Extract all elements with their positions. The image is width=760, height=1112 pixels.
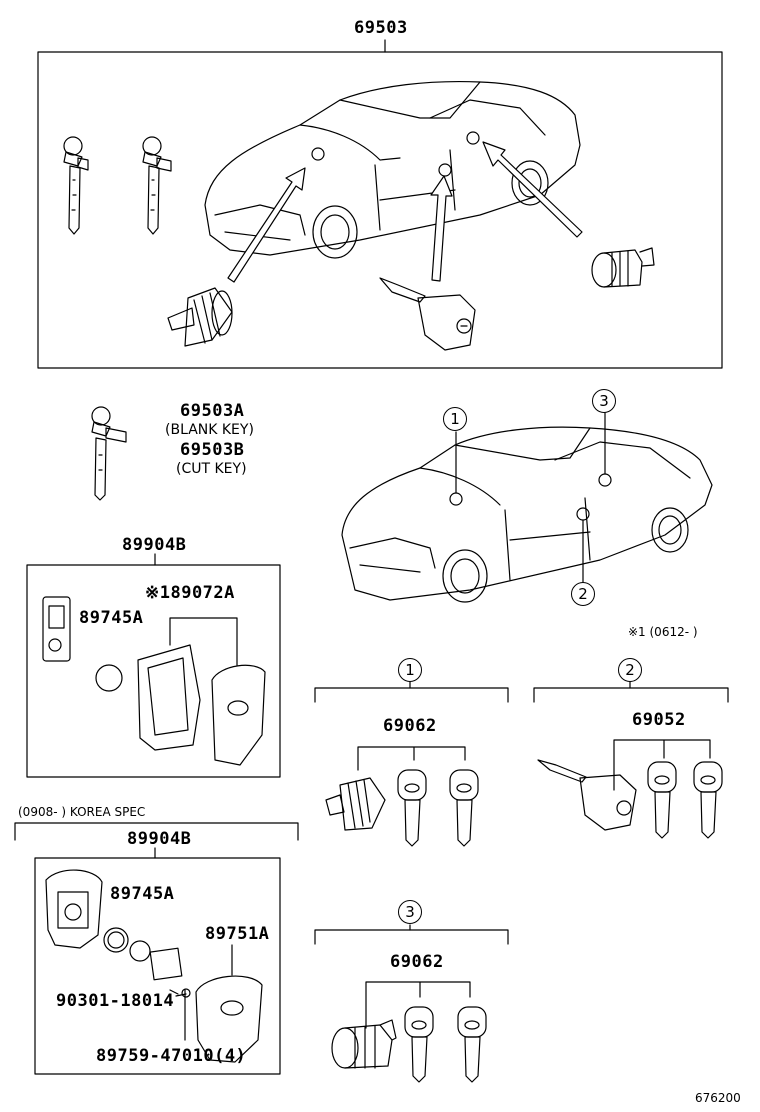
- car-icon: [341, 412, 713, 603]
- group3-part-number: 69062: [390, 952, 444, 972]
- korea-smart-key-part-number: 89904B: [127, 829, 192, 849]
- screw-icon: [149, 947, 191, 998]
- figure-id: 676200: [695, 1091, 741, 1105]
- group3-bracket: [314, 924, 509, 1029]
- korea-spec-frame: [14, 822, 299, 1075]
- korea-spec-header: (0908- ) KOREA SPEC: [18, 805, 146, 819]
- smart-key-case-icon: [137, 644, 266, 766]
- callout-1: 1: [443, 407, 467, 431]
- arrow-icon: [227, 141, 583, 283]
- lock-cylinder-icon: [537, 759, 637, 831]
- lock-cylinder-icon: [325, 777, 386, 831]
- smart-key-case-part-number: ※189072A: [145, 583, 235, 603]
- lock-cylinder-icon: [331, 1019, 397, 1069]
- smart-key-icon: [45, 869, 103, 949]
- top-assembly-frame: [37, 39, 723, 369]
- korea-screw-a-part-number: 90301-18014: [56, 991, 175, 1011]
- group2-marker: 2: [618, 658, 642, 682]
- key-icon: [647, 761, 677, 839]
- blank-key-note: (BLANK KEY): [165, 422, 254, 438]
- group1-bracket: [314, 681, 509, 771]
- cut-key-note: (CUT KEY): [176, 461, 247, 477]
- key-icon: [91, 406, 127, 501]
- korea-cover-part-number: 89751A: [205, 924, 270, 944]
- key-icon: [397, 769, 427, 847]
- callout-3: 3: [592, 389, 616, 413]
- group2-part-number: 69052: [632, 710, 686, 730]
- battery-icon: [95, 664, 123, 692]
- blank-key-part-number: 69503A: [180, 401, 245, 421]
- smart-key-part-number: 89904B: [122, 535, 187, 555]
- group1-marker: 1: [398, 658, 422, 682]
- lock-cylinder-icon: [167, 287, 233, 347]
- cut-key-part-number: 69503B: [180, 440, 245, 460]
- key-icon: [63, 136, 89, 235]
- smart-key-battery-part-number: 89745A: [79, 608, 144, 628]
- smart-key-frame: [26, 553, 281, 778]
- key-icon: [449, 769, 479, 847]
- key-icon: [404, 1006, 434, 1083]
- group1-part-number: 69062: [383, 716, 437, 736]
- callout-2: 2: [571, 582, 595, 606]
- date-note: ※1 (0612- ): [628, 625, 698, 639]
- top-assembly-part-number: 69503: [354, 18, 408, 38]
- key-icon: [457, 1006, 487, 1083]
- battery-icon: [103, 927, 129, 953]
- smart-key-cover-icon: [195, 975, 263, 1063]
- korea-screw-b-part-number: 89759-47010(4): [96, 1046, 247, 1066]
- group2-bracket: [533, 681, 729, 791]
- group3-marker: 3: [398, 900, 422, 924]
- battery-icon: [129, 940, 151, 962]
- key-icon: [142, 136, 172, 235]
- smart-key-icon: [42, 596, 71, 662]
- korea-battery-part-number: 89745A: [110, 884, 175, 904]
- car-icon: [204, 80, 581, 259]
- key-icon: [693, 761, 723, 839]
- lock-cylinder-icon: [379, 277, 476, 351]
- lock-cylinder-icon: [591, 247, 655, 288]
